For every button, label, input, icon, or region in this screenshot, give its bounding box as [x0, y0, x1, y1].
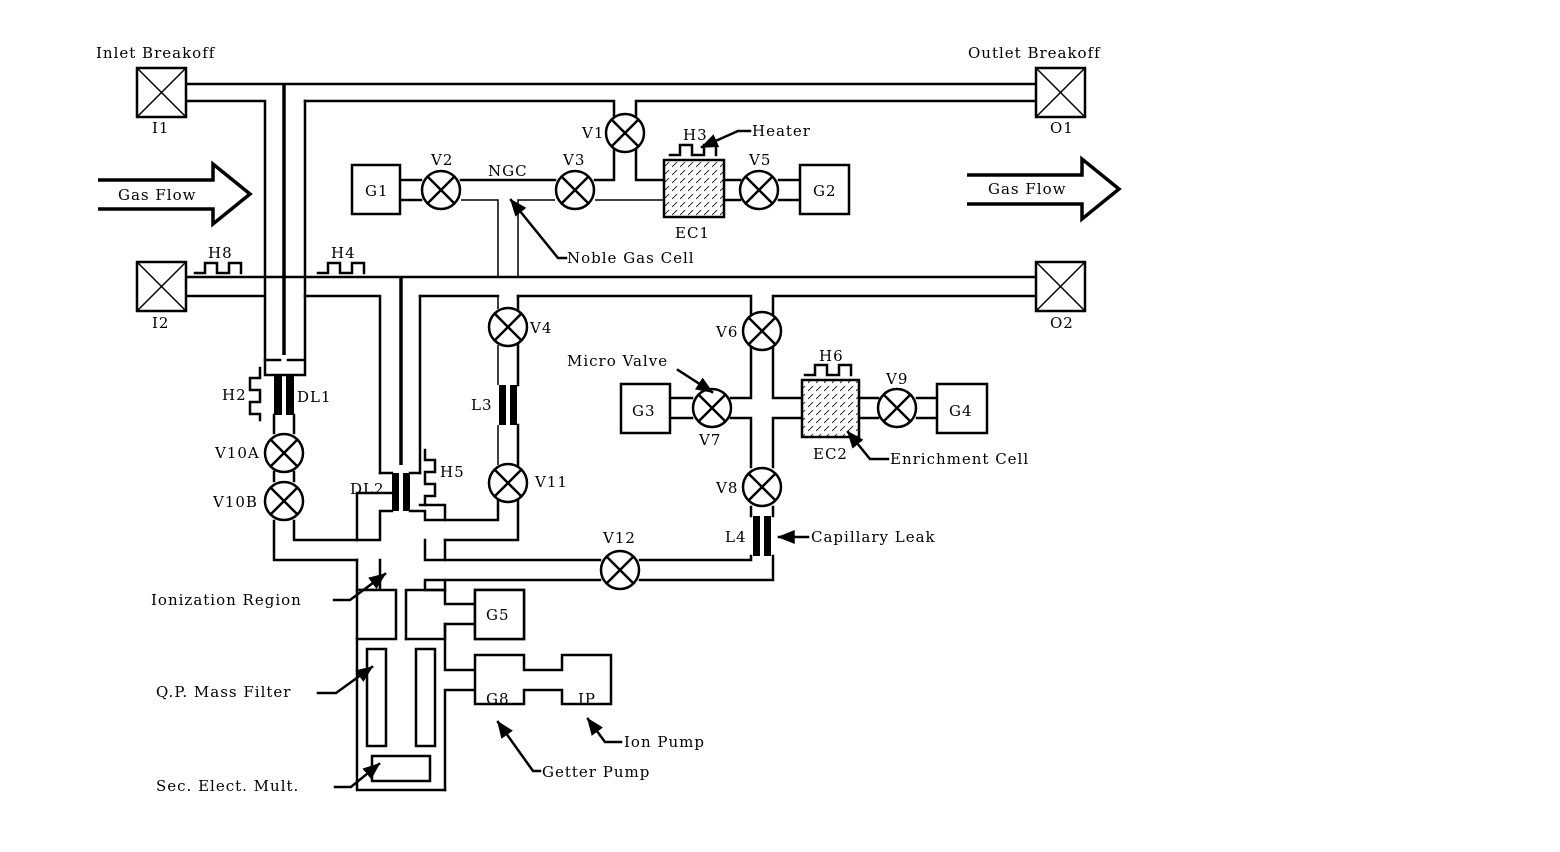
callout-getter-pump: Getter Pump	[542, 763, 650, 781]
callout-micro-valve: Micro Valve	[567, 352, 668, 370]
label-I2: I2	[152, 314, 169, 332]
gas-flow-in-label: Gas Flow	[118, 186, 196, 204]
top-main-pipe	[184, 82, 1038, 362]
callout-noble-gas-cell: Noble Gas Cell	[567, 249, 695, 267]
label-H5: H5	[440, 463, 465, 481]
heater-H3	[668, 143, 718, 157]
label-G1: G1	[365, 182, 389, 200]
label-G4: G4	[949, 402, 973, 420]
bottom-main-pipe	[184, 275, 1038, 475]
valve-v5	[738, 169, 780, 211]
label-EC2: EC2	[813, 445, 848, 463]
getter-pump-G8	[473, 653, 613, 706]
label-G8: G8	[486, 690, 510, 708]
label-G5: G5	[486, 606, 510, 624]
inlet-breakoff-I1	[135, 66, 188, 119]
label-DL1: DL1	[297, 388, 332, 406]
label-V7: V7	[698, 431, 721, 449]
enrichment-cell-EC2	[800, 378, 861, 439]
label-V9: V9	[885, 370, 908, 388]
callout-arrows	[316, 129, 890, 789]
label-H8: H8	[208, 244, 233, 262]
label-IP: IP	[578, 690, 596, 708]
valve-v11	[487, 462, 529, 504]
callout-sec-elect-mult: Sec. Elect. Mult.	[156, 777, 299, 795]
enrichment-cell-EC1	[662, 158, 726, 219]
label-L3: L3	[471, 396, 493, 414]
valve-v9	[876, 387, 918, 429]
qp-mass-filter-rods	[365, 647, 437, 748]
label-V3: V3	[562, 151, 585, 169]
valve-v10b	[263, 480, 305, 522]
label-V8: V8	[715, 479, 738, 497]
heater-H4	[316, 261, 366, 275]
outlet-breakoff-O1	[1034, 66, 1087, 119]
callout-qp-mass-filter: Q.P. Mass Filter	[156, 683, 291, 701]
label-V12: V12	[602, 529, 636, 547]
secondary-electron-multiplier	[370, 754, 432, 783]
label-EC1: EC1	[675, 224, 710, 242]
outlet-breakoff-O2	[1034, 260, 1087, 313]
outlet-breakoff-label: Outlet Breakoff	[968, 44, 1101, 62]
heater-H8	[193, 261, 243, 275]
label-V4: V4	[529, 319, 552, 337]
heater-H5	[423, 448, 437, 507]
label-O2: O2	[1050, 314, 1074, 332]
gauge-G5	[473, 588, 526, 641]
gauge-G1	[350, 163, 402, 216]
valve-v8	[741, 466, 783, 508]
label-V5: V5	[748, 151, 771, 169]
label-H4: H4	[331, 244, 356, 262]
callout-capillary-leak: Capillary Leak	[811, 528, 936, 546]
gas-flow-arrow-in	[98, 160, 253, 228]
label-L4: L4	[725, 528, 747, 546]
callout-heater: Heater	[752, 122, 811, 140]
labels: Inlet Breakoff Outlet Breakoff I1 I2 O1 …	[96, 44, 1101, 795]
gauge-G4	[935, 382, 989, 435]
gauge-G2	[798, 163, 851, 216]
label-H6: H6	[819, 347, 844, 365]
valve-v6	[741, 310, 783, 352]
capillary-leak-L4	[753, 516, 771, 556]
label-V6: V6	[715, 323, 738, 341]
label-H2: H2	[222, 386, 247, 404]
inlet-breakoff-I2	[135, 260, 188, 313]
label-H3: H3	[683, 126, 708, 144]
heater-H2	[248, 366, 262, 422]
label-G2: G2	[813, 182, 837, 200]
label-V10B: V10B	[212, 493, 258, 511]
callout-ionization-region: Ionization Region	[151, 591, 302, 609]
valve-v12	[599, 549, 641, 591]
valve-v4	[487, 306, 529, 348]
gas-flow-arrow-out	[967, 155, 1122, 223]
label-V11: V11	[534, 473, 568, 491]
label-G3: G3	[632, 402, 656, 420]
valves-group	[263, 112, 918, 591]
dl2-branch	[355, 471, 447, 592]
gauge-G3	[619, 382, 672, 435]
label-DL2: DL2	[350, 480, 385, 498]
label-V1: V1	[581, 124, 604, 142]
gas-flow-out-label: Gas Flow	[988, 180, 1066, 198]
label-O1: O1	[1050, 119, 1074, 137]
leak-L3	[499, 385, 517, 425]
heater-H6	[803, 363, 853, 377]
dl1-branch	[263, 358, 359, 562]
inlet-breakoff-label: Inlet Breakoff	[96, 44, 216, 62]
label-NGC: NGC	[488, 162, 528, 180]
valve-v3	[554, 169, 596, 211]
valve-v10a	[263, 432, 305, 474]
valve-v1	[604, 112, 646, 154]
callout-ion-pump: Ion Pump	[624, 733, 705, 751]
label-V2: V2	[430, 151, 453, 169]
callout-enrichment-cell: Enrichment Cell	[890, 450, 1029, 468]
label-V10A: V10A	[214, 444, 260, 462]
valve-v2	[420, 169, 462, 211]
valve-v7	[691, 387, 733, 429]
label-I1: I1	[152, 119, 169, 137]
lower-right-lines	[638, 344, 939, 582]
